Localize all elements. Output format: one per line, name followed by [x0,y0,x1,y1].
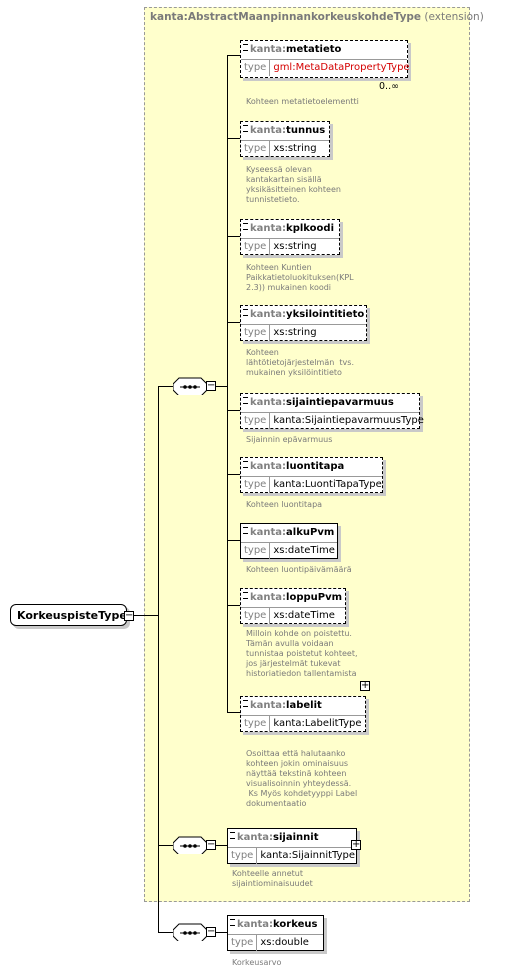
element-icon [230,832,235,839]
expand-icon[interactable]: + [360,680,370,691]
extension-title: kanta:AbstractMaanpinnankorkeuskohdeType… [150,11,484,23]
type-label: type [241,141,271,157]
type-label: type [241,608,271,624]
extension-name: kanta:AbstractMaanpinnankorkeuskohdeType [150,11,422,23]
element-icon [243,397,248,404]
element-icon [243,461,248,468]
type-label: type [241,543,271,559]
collapse-icon[interactable]: − [124,610,134,621]
element-type: xs:dateTime [273,545,335,556]
element-prefix: kanta: [250,397,287,408]
type-label: type [241,60,271,76]
occurrence-label: 0..∞ [379,81,399,92]
element-type: gml:MetaDataPropertyType [273,62,410,73]
element-prefix: kanta: [250,527,287,538]
element-prefix: kanta: [237,832,274,843]
element-type: xs:dateTime [273,610,335,621]
element-prefix: kanta: [250,700,287,711]
collapse-icon[interactable]: − [206,926,216,937]
element-icon [243,527,248,534]
element-type: kanta:SijaintiepavarmuusType [273,415,424,426]
type-label: type [241,325,271,341]
element-name: labelit [286,700,322,711]
element-name: loppuPvm [286,592,343,603]
type-label: type [241,413,271,429]
element-documentation: Sijainnin epävarmuus [246,435,333,444]
sequence-icon [173,923,207,941]
type-label: type [228,848,258,864]
element-prefix: kanta: [250,592,287,603]
root-element-box[interactable]: KorkeuspisteType [10,604,127,626]
element-prefix: kanta: [250,125,287,136]
element-type: xs:double [260,937,309,948]
element-icon [243,44,248,51]
element-type: xs:string [273,327,317,338]
element-name: yksilointitieto [286,309,365,320]
element-type: kanta:LabelitType [273,718,362,729]
type-label: type [228,935,258,951]
element-documentation: Kohteen metatietoelementti [246,97,359,106]
element-name: tunnus [286,125,326,136]
element-documentation: Kohteen luontitapa [246,500,323,509]
type-label: type [241,716,271,732]
element-prefix: kanta: [250,461,287,472]
element-type: kanta:LuontiTapaType [273,479,382,490]
element-icon [243,125,248,132]
collapse-icon[interactable]: − [206,380,216,391]
element-icon [243,309,248,316]
element-type: xs:string [273,143,317,154]
element-name: metatieto [286,44,342,55]
sequence-icon [173,377,207,395]
element-type: kanta:SijainnitType [260,850,355,861]
extension-label: (extension) [424,11,484,23]
element-icon [243,700,248,707]
element-documentation: Kyseessä olevan kantakartan sisällä yksi… [246,165,341,204]
element-prefix: kanta: [250,309,287,320]
sequence-icon [173,836,207,854]
collapse-icon[interactable]: − [206,839,216,850]
element-prefix: kanta: [237,919,274,930]
element-name: korkeus [273,919,318,930]
element-name: sijaintiepavarmuus [286,397,394,408]
element-prefix: kanta: [250,223,287,234]
element-documentation: Milloin kohde on poistettu. Tämän avulla… [246,629,358,678]
element-icon [243,223,248,230]
element-icon [243,592,248,599]
element-name: luontitapa [286,461,345,472]
element-documentation: Korkeusarvo [232,958,282,967]
element-name: alkuPvm [286,527,335,538]
element-name: kplkoodi [286,223,334,234]
element-documentation: Osoittaa että halutaanko kohteen jokin o… [246,749,358,808]
element-documentation: Kohteen lähtötietojärjestelmän tvs. muka… [246,348,354,377]
root-element-name: KorkeuspisteType [17,609,127,622]
element-documentation: Kohteelle annetut sijaintiominaisuudet [232,869,313,888]
type-label: type [241,239,271,255]
element-type: xs:string [273,241,317,252]
element-name: sijainnit [273,832,319,843]
element-prefix: kanta: [250,44,287,55]
element-icon [230,919,235,926]
type-label: type [241,477,271,493]
expand-icon[interactable]: + [351,839,361,850]
element-documentation: Kohteen Kuntien Paikkatietoluokituksen(K… [246,263,354,292]
element-documentation: Kohteen luontipäivämäärä [246,565,352,574]
